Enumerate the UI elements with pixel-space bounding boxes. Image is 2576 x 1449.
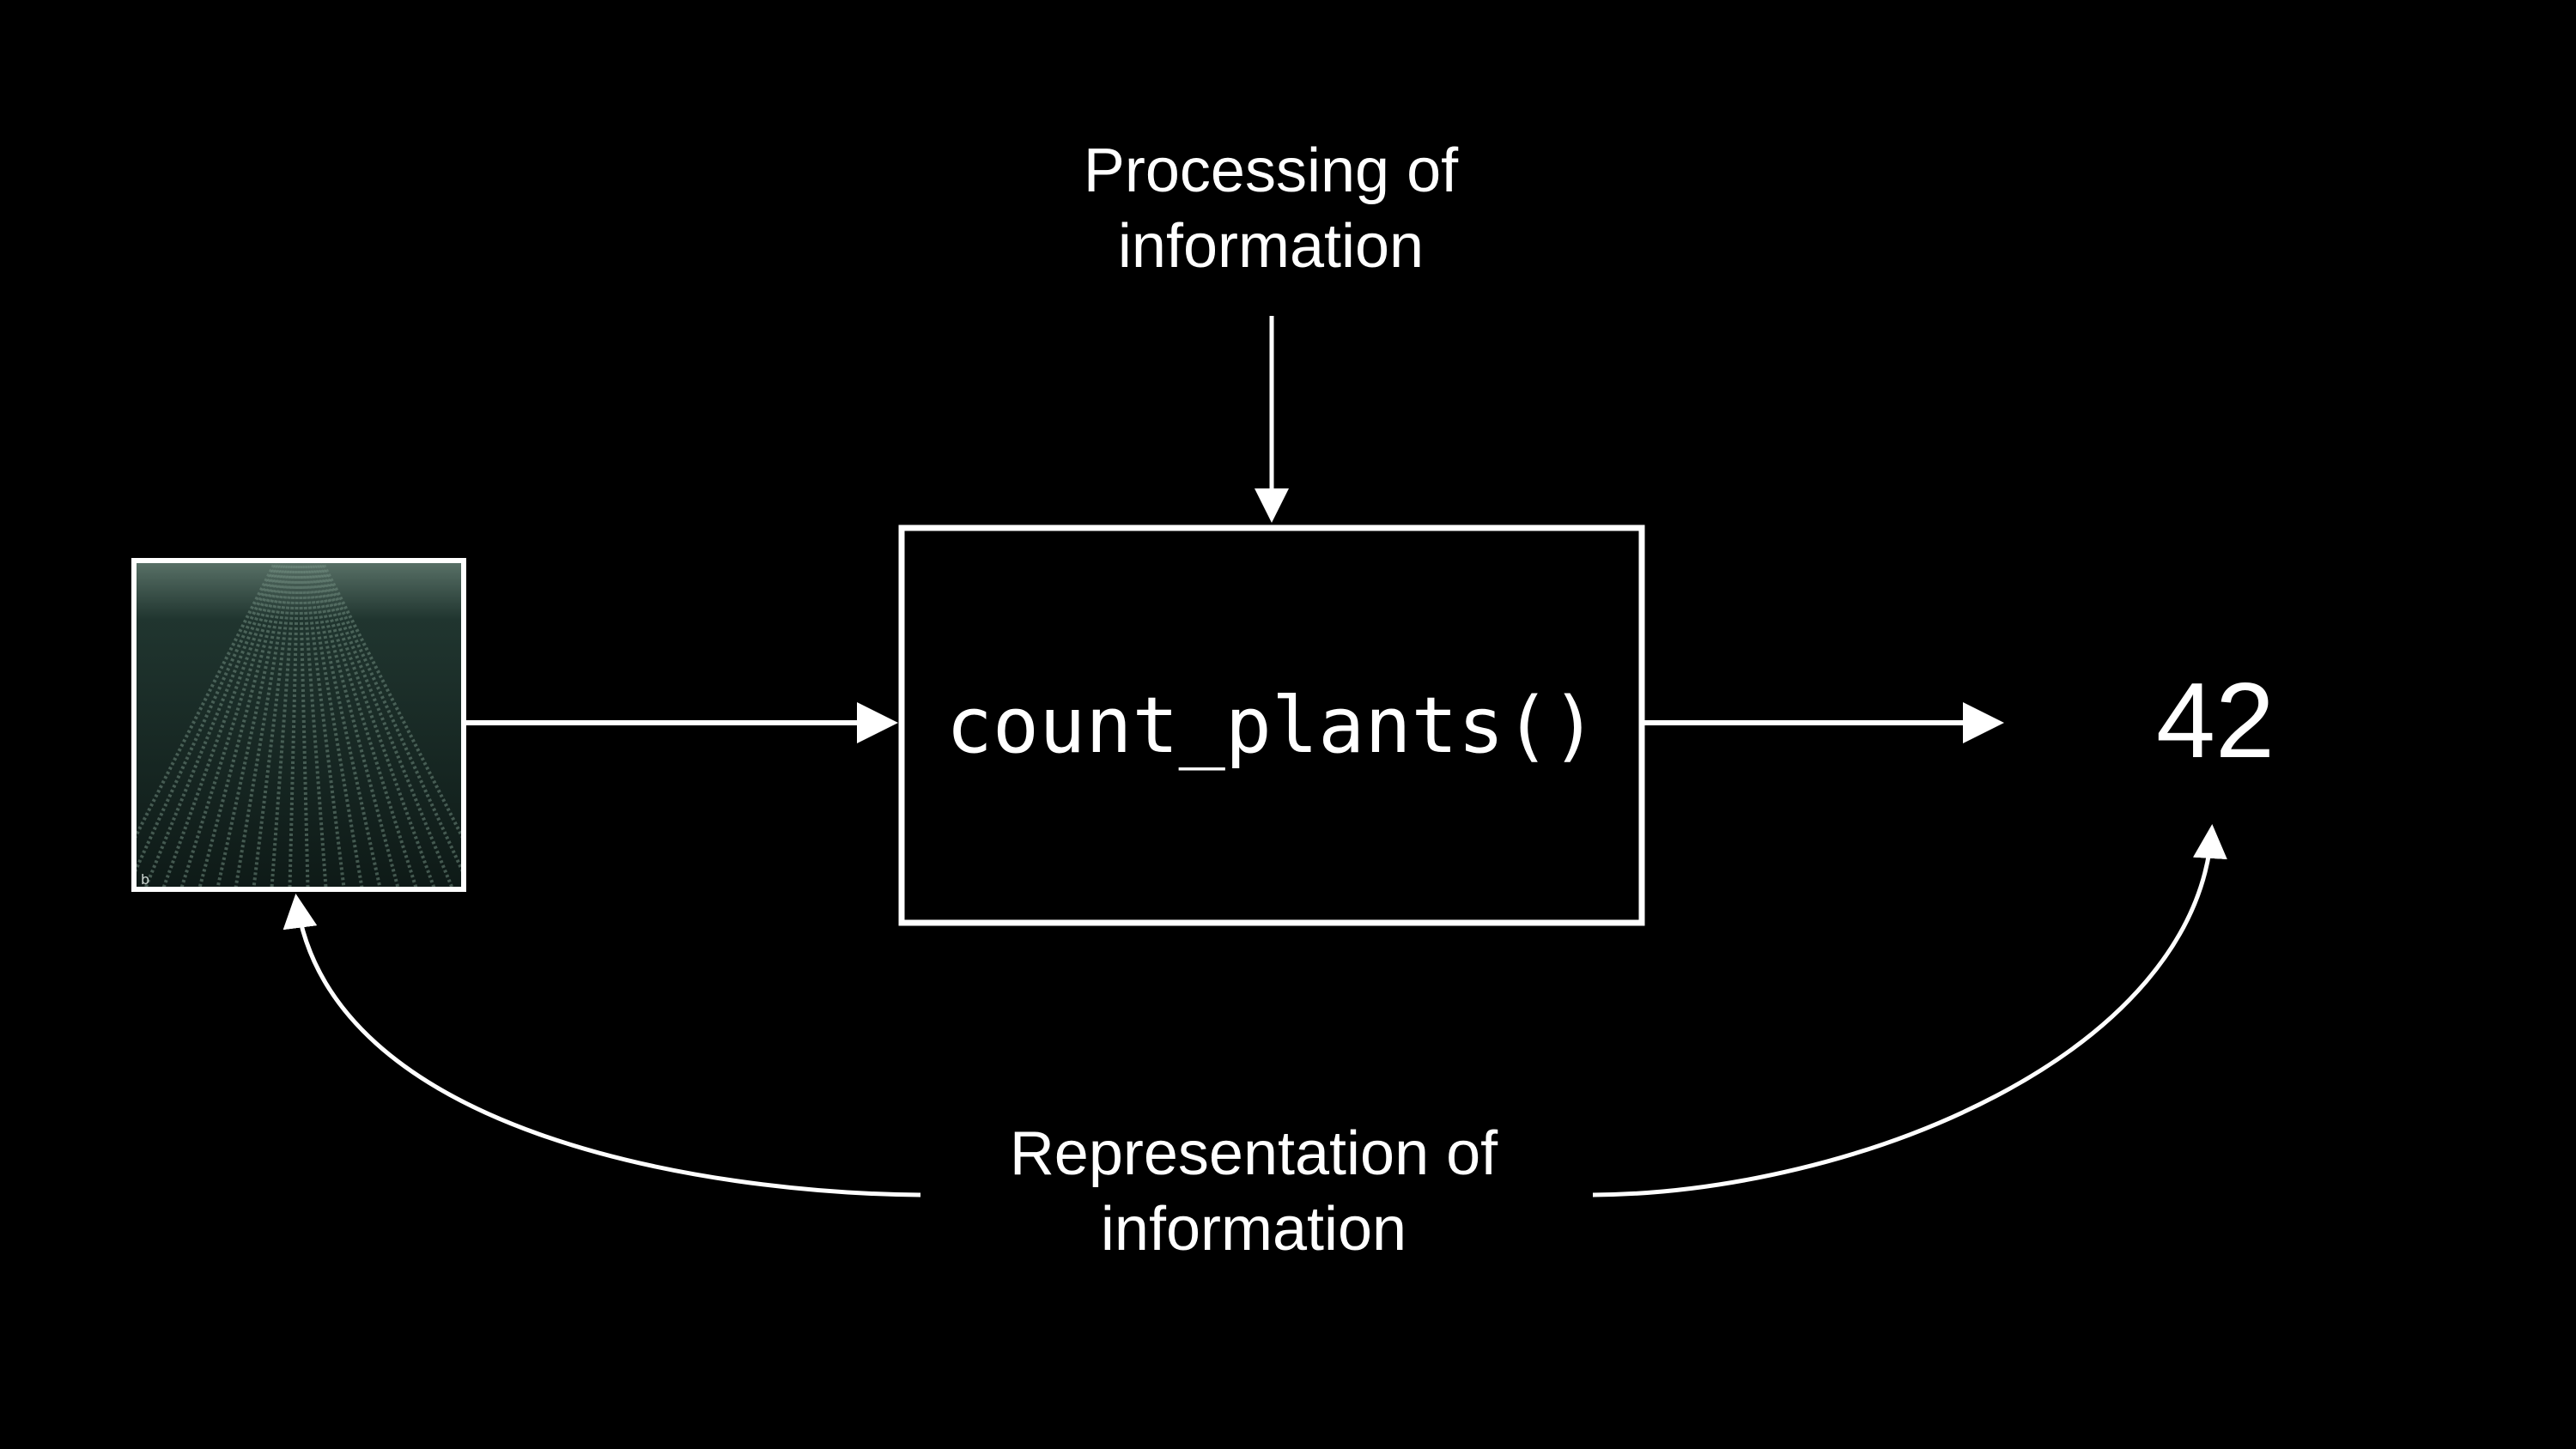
- crop-row: [216, 561, 291, 889]
- crop-row: [318, 561, 464, 878]
- processing-label: Processing of information: [1013, 133, 1528, 284]
- crop-row: [197, 561, 289, 889]
- crop-row: [307, 561, 382, 889]
- processing-box: [898, 524, 1645, 926]
- representation-label: Representation of information: [910, 1116, 1597, 1267]
- crop-row: [313, 561, 437, 889]
- crop-row: [179, 561, 287, 889]
- crop-row: [302, 561, 346, 889]
- processing-label-line-2: information: [1117, 212, 1425, 281]
- crop-row: [298, 561, 310, 889]
- crop-row: [308, 561, 400, 889]
- crop-row: [270, 561, 298, 889]
- function-name: count_plants(): [945, 680, 1598, 771]
- input-field-image: b: [131, 558, 466, 892]
- crop-row: [304, 561, 364, 889]
- representation-label-line-1: Representation of: [1009, 1119, 1498, 1188]
- crop-row: [300, 561, 328, 889]
- crop-row: [288, 561, 300, 889]
- crop-rows: [134, 561, 464, 889]
- curve-arrow-to-output: [1592, 824, 2227, 1197]
- output-value: 42: [2156, 662, 2275, 780]
- image-corner-mark: b: [141, 871, 149, 888]
- representation-label-line-2: information: [1100, 1195, 1407, 1264]
- crop-row: [311, 561, 418, 889]
- crop-row: [252, 561, 295, 889]
- crop-row: [234, 561, 294, 889]
- curve-arrow-to-image: [283, 894, 921, 1197]
- processing-label-line-1: Processing of: [1083, 136, 1459, 205]
- crop-row: [134, 561, 280, 878]
- crop-row: [161, 561, 284, 889]
